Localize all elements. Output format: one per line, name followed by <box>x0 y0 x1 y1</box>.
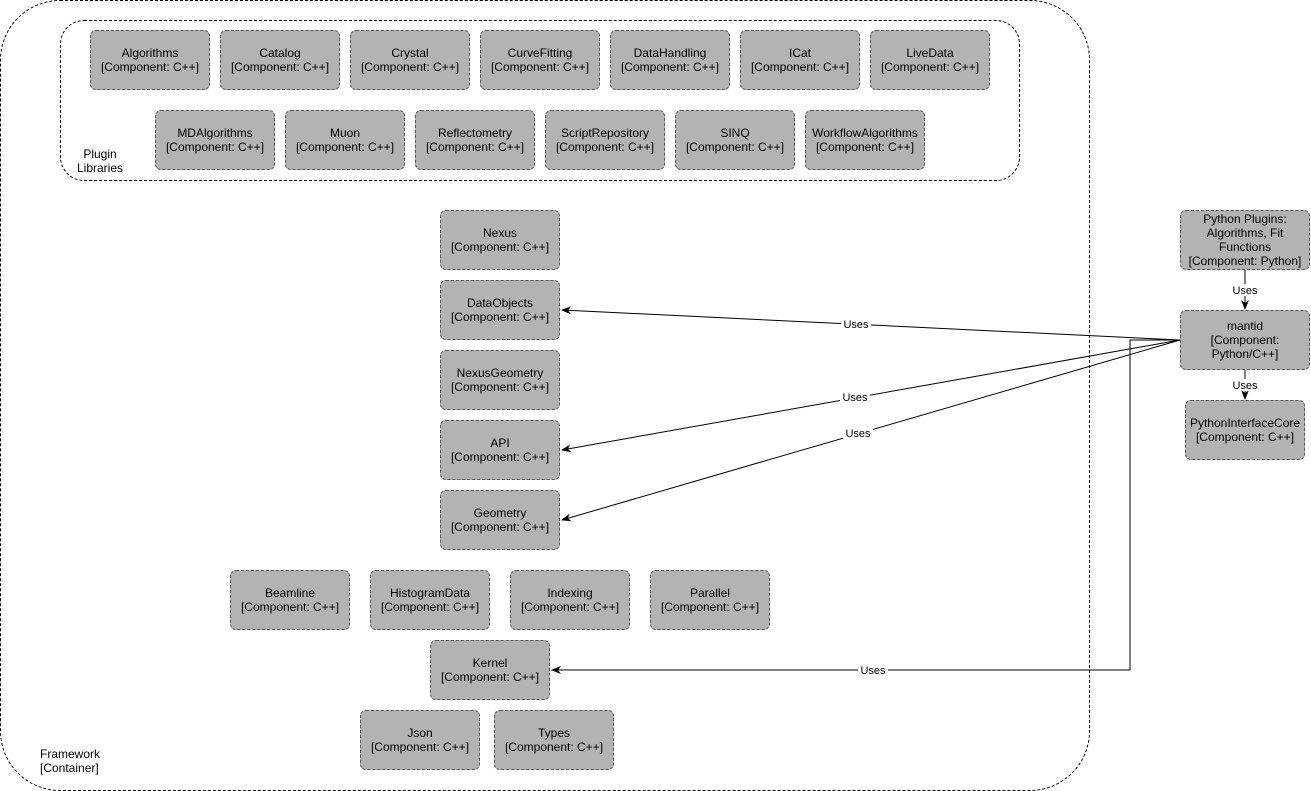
node-crystal[interactable]: Crystal[Component: C++] <box>350 30 470 90</box>
node-sinq[interactable]: SINQ[Component: C++] <box>675 110 795 170</box>
node-json[interactable]: Json[Component: C++] <box>360 710 480 770</box>
node-pythoninterfacecore[interactable]: PythonInterfaceCore[Component: C++] <box>1185 400 1305 460</box>
node-histogramdata[interactable]: HistogramData[Component: C++] <box>370 570 490 630</box>
plugin-libraries-caption: Plugin Libraries <box>76 147 124 175</box>
node-parallel[interactable]: Parallel[Component: C++] <box>650 570 770 630</box>
node-datahandling[interactable]: DataHandling[Component: C++] <box>610 30 730 90</box>
edge-mantid-kernel <box>551 339 1180 674</box>
edge-label-mantid-api: Uses <box>842 392 868 404</box>
node-livedata[interactable]: LiveData[Component: C++] <box>870 30 990 90</box>
node-nexusgeometry[interactable]: NexusGeometry[Component: C++] <box>440 350 560 410</box>
edge-label-mantid-kernel: Uses <box>860 665 886 677</box>
node-icat[interactable]: ICat[Component: C++] <box>740 30 860 90</box>
edge-label-mantid-dataobjects: Uses <box>843 319 869 331</box>
node-reflectometry[interactable]: Reflectometry[Component: C++] <box>415 110 535 170</box>
node-types[interactable]: Types[Component: C++] <box>494 710 614 770</box>
node-api[interactable]: API[Component: C++] <box>440 420 560 480</box>
edge-label-pythonplugins-mantid: Uses <box>1232 285 1258 297</box>
framework-caption: Framework [Container] <box>40 747 101 775</box>
node-algorithms[interactable]: Algorithms[Component: C++] <box>90 30 210 90</box>
plugin-libraries-group <box>60 20 1020 181</box>
node-mantid[interactable]: mantid [Component: Python/C++] <box>1180 310 1310 370</box>
node-workflowalgorithms[interactable]: WorkflowAlgorithms[Component: C++] <box>805 110 925 170</box>
node-geometry[interactable]: Geometry[Component: C++] <box>440 490 560 550</box>
node-dataobjects[interactable]: DataObjects[Component: C++] <box>440 280 560 340</box>
node-nexus[interactable]: Nexus[Component: C++] <box>440 210 560 270</box>
edge-mantid-api <box>561 339 1181 453</box>
node-catalog[interactable]: Catalog[Component: C++] <box>220 30 340 90</box>
node-indexing[interactable]: Indexing[Component: C++] <box>510 570 630 630</box>
node-kernel[interactable]: Kernel[Component: C++] <box>430 640 550 700</box>
edge-label-mantid-geometry: Uses <box>845 428 871 440</box>
node-mdalgorithms[interactable]: MDAlgorithms[Component: C++] <box>155 110 275 170</box>
edge-label-mantid-pythoninterfacecore: Uses <box>1232 380 1258 392</box>
node-muon[interactable]: Muon[Component: C++] <box>285 110 405 170</box>
node-curvefitting[interactable]: CurveFitting[Component: C++] <box>480 30 600 90</box>
node-beamline[interactable]: Beamline[Component: C++] <box>230 570 350 630</box>
node-python-plugins[interactable]: Python Plugins: Algorithms, Fit Function… <box>1180 210 1310 270</box>
node-scriptrepository[interactable]: ScriptRepository[Component: C++] <box>545 110 665 170</box>
